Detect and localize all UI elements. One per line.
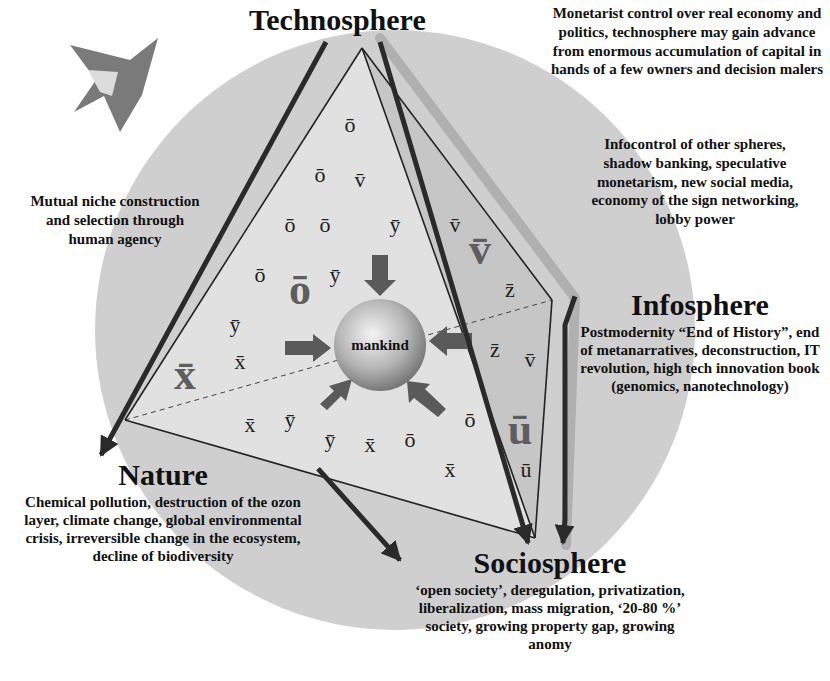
star-icon: [70, 38, 158, 132]
pinwheel-arrow: [285, 334, 331, 362]
node-heading: Nature: [12, 457, 314, 493]
annotation-text: Mutual niche construction and selection …: [30, 192, 200, 248]
variable-symbol: ȳ: [330, 263, 341, 287]
tetrahedron-edge: [362, 48, 535, 538]
pinwheel-arrow: [320, 379, 352, 410]
variable-symbol: x̄: [235, 350, 246, 374]
node-heading: Sociosphere: [404, 545, 696, 581]
variable-symbol: ȳ: [230, 313, 241, 337]
flow-arrow: [318, 469, 400, 560]
annotation-text: Monetarist control over real economy and…: [548, 4, 826, 79]
node-body: ‘open society’, deregulation, privatizat…: [404, 581, 696, 653]
variable-symbol: ō: [289, 266, 311, 314]
star-icon-cut: [88, 70, 118, 96]
node-heading: mankind: [351, 336, 409, 354]
variable-symbol: z̄: [505, 278, 515, 302]
flow-arrow: [380, 42, 528, 543]
sphere-vertex: Technosphere: [245, 0, 425, 42]
node-body: Chemical pollution, destruction of the o…: [12, 493, 314, 565]
variable-symbol: ō: [405, 428, 416, 452]
variable-symbol: v̄: [450, 213, 461, 237]
variable-symbol: ȳ: [285, 408, 296, 432]
node-heading: Technosphere: [249, 2, 421, 38]
sphere-vertex: NatureChemical pollution, destruction of…: [8, 455, 318, 569]
variable-symbol: x̄: [365, 433, 376, 457]
variable-symbol: ȳ: [390, 213, 401, 237]
sphere-vertex: InfospherePostmodernity “End of History”…: [575, 285, 825, 399]
pinwheel-arrow: [407, 381, 446, 417]
variable-symbol: v̄: [355, 168, 366, 192]
tetrahedron-face: [362, 48, 552, 538]
variable-symbol: x̄: [445, 458, 456, 482]
variable-symbol: ȳ: [325, 428, 336, 452]
node-body: Postmodernity “End of History”, end of m…: [579, 323, 821, 395]
flow-arrow: [563, 296, 575, 543]
variable-symbol: ū: [508, 406, 532, 454]
tetrahedron-edge: [535, 300, 552, 538]
variable-symbol: ō: [320, 213, 331, 237]
flow-arrow: [101, 42, 326, 455]
variable-symbol: v̄: [525, 348, 536, 372]
variable-symbol: ō: [465, 408, 476, 432]
variable-symbol: z̄: [490, 338, 500, 362]
variable-symbol: x̄: [174, 351, 196, 399]
variable-symbol: v̄: [469, 226, 491, 274]
variable-symbol: x̄: [245, 413, 256, 437]
variable-symbol: ū: [521, 458, 532, 482]
variable-symbol: ō: [315, 163, 326, 187]
pinwheel-arrows: [285, 255, 472, 417]
annotation-text: Infocontrol of other spheres, shadow ban…: [580, 135, 810, 229]
mankind-sphere: mankind: [334, 299, 426, 391]
node-heading: Infosphere: [579, 287, 821, 323]
variable-symbol: ō: [345, 113, 356, 137]
sphere-vertex: Sociosphere‘open society’, deregulation,…: [400, 543, 700, 657]
variable-symbol: ō: [285, 213, 296, 237]
pinwheel-arrow: [364, 255, 396, 296]
variable-symbol: ō: [255, 263, 266, 287]
